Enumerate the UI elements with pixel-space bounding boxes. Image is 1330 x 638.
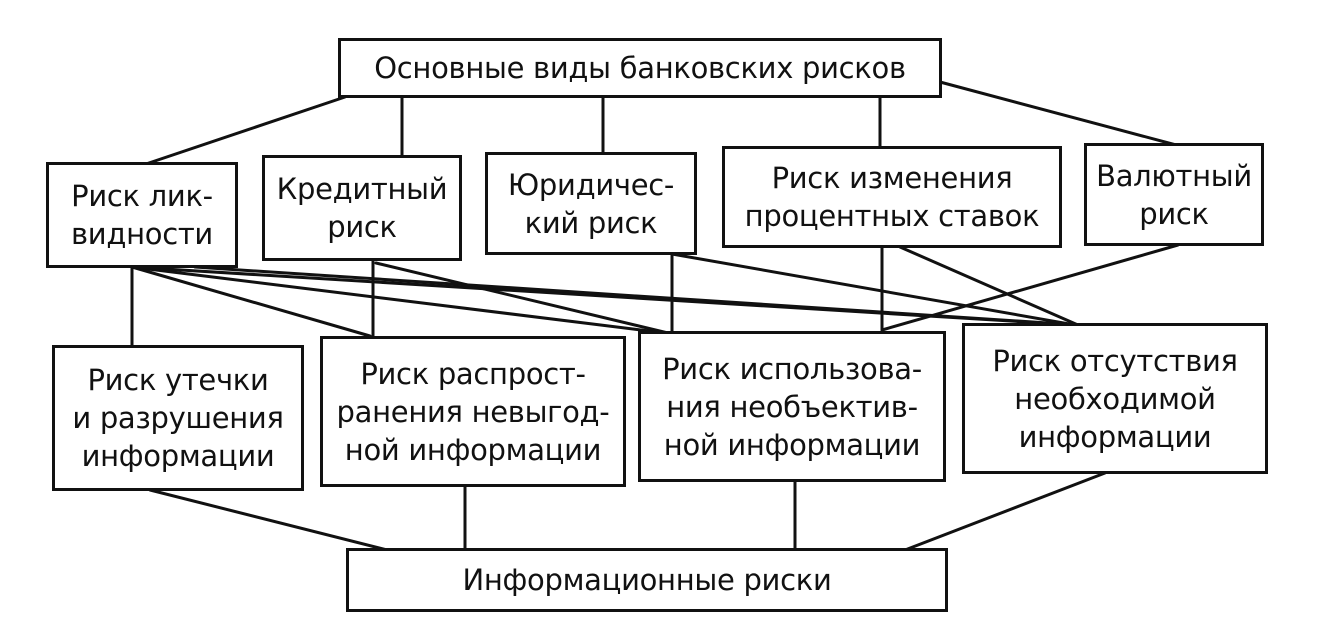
category-liquidity-line-1: Риск лик- — [71, 179, 213, 213]
bottom-node: Информационные риски — [346, 548, 948, 612]
category-legal-line-2: кий риск — [524, 205, 658, 240]
info-risk-leak-line-3: информации — [81, 439, 275, 473]
edge-legal-missing — [670, 252, 1077, 327]
info-risk-missing-line-3: информации — [1018, 419, 1212, 454]
info-risk-biased: Риск использова- ния необъектив- ной инф… — [638, 331, 946, 482]
edge-leak-bottom — [148, 488, 397, 554]
root-line-1: Основные виды банковских рисков — [374, 51, 906, 85]
info-risk-biased-line-3: ной информации — [663, 427, 921, 462]
info-risk-spread-line-2: ранения невыгод- — [336, 394, 610, 429]
category-currency-line-2: риск — [1139, 196, 1209, 231]
category-credit-line-1: Кредитный — [276, 172, 448, 206]
info-risk-missing-line-1: Риск отсутствия — [992, 343, 1238, 378]
category-legal: Юридичес- кий риск — [485, 152, 697, 255]
info-risk-biased-line-1: Риск использова- — [662, 351, 922, 386]
category-legal-line-1: Юридичес- — [507, 167, 675, 202]
info-risk-leak-line-1: Риск утечки — [87, 363, 269, 397]
edge-root-liquidity — [138, 95, 347, 168]
bottom-line-1: Информационные риски — [462, 563, 832, 597]
category-interest-line-1: Риск изменения — [771, 161, 1013, 195]
info-risk-spread-line-1: Риск распрост- — [360, 356, 586, 391]
edge-missing-bottom — [903, 471, 1107, 552]
info-risk-missing-line-2: необходимой — [1014, 381, 1216, 416]
edge-credit-biased — [374, 261, 670, 335]
info-risk-leak-line-2: и разрушения — [72, 401, 284, 435]
category-interest: Риск изменения процентных ставок — [722, 146, 1062, 248]
category-interest-line-2: процентных ставок — [744, 199, 1040, 233]
info-risk-missing: Риск отсутствия необходимой информации — [962, 323, 1268, 474]
info-risk-leak: Риск утечки и разрушения информации — [52, 345, 304, 491]
edge-currency-biased — [880, 243, 1180, 332]
edge-credit-missing — [193, 265, 1080, 327]
edge-liquidity-biased — [130, 265, 667, 335]
edge-root-currency — [938, 80, 1182, 148]
category-liquidity: Риск лик- видности — [46, 162, 238, 268]
category-currency: Валютный риск — [1084, 143, 1264, 246]
category-liquidity-line-2: видности — [71, 217, 213, 251]
edge-liquidity-spread — [130, 265, 372, 338]
category-credit-line-2: риск — [327, 210, 397, 244]
category-currency-line-1: Валютный — [1096, 158, 1252, 193]
info-risk-biased-line-2: ния необъектив- — [666, 389, 918, 424]
category-credit: Кредитный риск — [262, 155, 462, 261]
info-risk-spread: Риск распрост- ранения невыгод- ной инфо… — [320, 336, 626, 487]
edge-interest-missing — [898, 245, 1080, 327]
root-node: Основные виды банковских рисков — [338, 38, 942, 98]
info-risk-spread-line-3: ной информации — [344, 432, 602, 467]
